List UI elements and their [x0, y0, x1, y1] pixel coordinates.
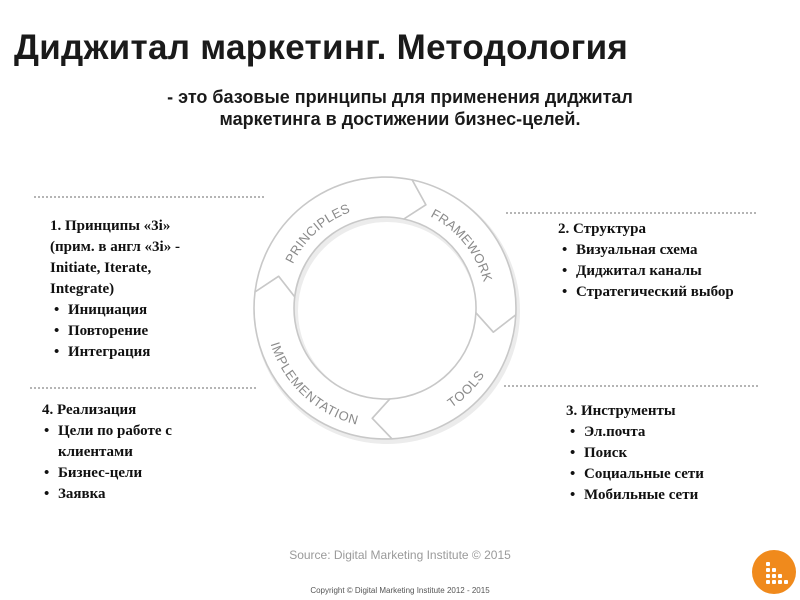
institute-logo-icon — [752, 550, 796, 594]
bullet-glyph: • — [44, 465, 50, 481]
block-implementation-header: 4. Реализация — [42, 400, 212, 421]
list-item-text: Визуальная схема — [576, 242, 698, 258]
page-title: Диджитал маркетинг. Методология — [14, 28, 629, 67]
bullet-glyph: • — [562, 242, 568, 258]
block-principles: 1. Принципы «3i» (прим. в англ «3i» - In… — [50, 216, 260, 363]
list-item-text: Бизнес-цели — [58, 465, 143, 481]
bullet-glyph: • — [562, 263, 568, 279]
divider-top-left — [34, 196, 264, 198]
page-subtitle: - это базовые принципы для применения ди… — [90, 86, 710, 130]
subtitle-line-1: - это базовые принципы для применения ди… — [167, 87, 633, 107]
bullet-glyph: • — [570, 424, 576, 440]
block-principles-header-line-2: (прим. в англ «3i» - — [50, 239, 180, 255]
bullet-glyph: • — [570, 466, 576, 482]
list-item-text: Инициация — [68, 302, 148, 318]
block-tools-header: 3. Инструменты — [566, 401, 792, 422]
block-implementation-list: • Цели по работе с клиентами • Бизнес-цели… — [42, 421, 212, 505]
list-item: • Инициация — [50, 300, 260, 321]
block-principles-header-line-4: Integrate) — [50, 281, 115, 297]
list-item: • Мобильные сети — [566, 485, 792, 506]
list-item-text: Заявка — [58, 486, 106, 502]
divider-bottom-right — [504, 385, 758, 387]
logo-dot — [772, 574, 776, 578]
list-item-text: Эл.почта — [584, 424, 646, 440]
logo-dot — [778, 580, 782, 584]
list-item: • Поиск — [566, 443, 792, 464]
list-item: • Визуальная схема — [558, 240, 794, 261]
logo-dot — [766, 562, 770, 566]
bullet-glyph: • — [570, 487, 576, 503]
list-item-text: Повторение — [68, 323, 149, 339]
block-framework-list: • Визуальная схема • Диджитал каналы • Стра… — [558, 240, 794, 303]
list-item: • Бизнес-цели — [42, 463, 212, 484]
block-tools: 3. Инструменты • Эл.почта • Поиск • Социаль… — [566, 401, 792, 506]
list-item-text: Цели по работе с клиентами — [58, 423, 172, 460]
block-principles-list: • Инициация • Повторение • Интеграция — [50, 300, 260, 363]
block-principles-header-line-3: Initiate, Iterate, — [50, 260, 152, 276]
divider-bottom-left — [30, 387, 256, 389]
bullet-glyph: • — [570, 445, 576, 461]
logo-dot — [766, 568, 770, 572]
list-item-text: Интеграция — [68, 344, 151, 360]
list-item: • Повторение — [50, 321, 260, 342]
bullet-glyph: • — [44, 486, 50, 502]
logo-dot — [784, 580, 788, 584]
list-item: • Цели по работе с клиентами — [42, 421, 212, 463]
list-item-text: Поиск — [584, 445, 628, 461]
block-implementation-header-line-1: 4. Реализация — [42, 402, 137, 418]
block-framework-header: 2. Структура — [558, 219, 794, 240]
block-principles-header-line-1: 1. Принципы «3i» — [50, 218, 171, 234]
logo-dot — [766, 580, 770, 584]
source-caption: Source: Digital Marketing Institute © 20… — [289, 548, 511, 562]
cycle-segment-implementation — [253, 275, 393, 440]
bullet-glyph: • — [562, 284, 568, 300]
list-item-text: Стратегический выбор — [576, 284, 734, 300]
list-item-text: Мобильные сети — [584, 487, 699, 503]
logo-dot — [766, 574, 770, 578]
block-framework: 2. Структура • Визуальная схема • Диджитал… — [558, 219, 794, 303]
list-item: • Заявка — [42, 484, 212, 505]
list-item: • Социальные сети — [566, 464, 792, 485]
bullet-glyph: • — [44, 423, 50, 439]
list-item: • Стратегический выбор — [558, 282, 794, 303]
cycle-ring — [253, 176, 520, 444]
logo-dot — [772, 568, 776, 572]
block-implementation: 4. Реализация • Цели по работе с клиентам… — [42, 400, 212, 505]
block-tools-list: • Эл.почта • Поиск • Социальные сети • Мобил… — [566, 422, 792, 506]
subtitle-line-2: маркетинга в достижении бизнес-целей. — [219, 109, 581, 129]
list-item-text: Диджитал каналы — [576, 263, 702, 279]
block-tools-header-line-1: 3. Инструменты — [566, 403, 676, 419]
logo-dot — [772, 580, 776, 584]
block-principles-header: 1. Принципы «3i» (прим. в англ «3i» - In… — [50, 216, 260, 300]
copyright-notice: Copyright © Digital Marketing Institute … — [310, 586, 490, 595]
logo-dot — [778, 574, 782, 578]
cycle-segment-tools — [371, 312, 517, 440]
block-framework-header-line-1: 2. Структура — [558, 221, 646, 237]
bullet-glyph: • — [54, 323, 60, 339]
list-item: • Интеграция — [50, 342, 260, 363]
bullet-glyph: • — [54, 344, 60, 360]
list-item: • Эл.почта — [566, 422, 792, 443]
list-item: • Диджитал каналы — [558, 261, 794, 282]
list-item-text: Социальные сети — [584, 466, 704, 482]
bullet-glyph: • — [54, 302, 60, 318]
divider-top-right — [506, 212, 756, 214]
